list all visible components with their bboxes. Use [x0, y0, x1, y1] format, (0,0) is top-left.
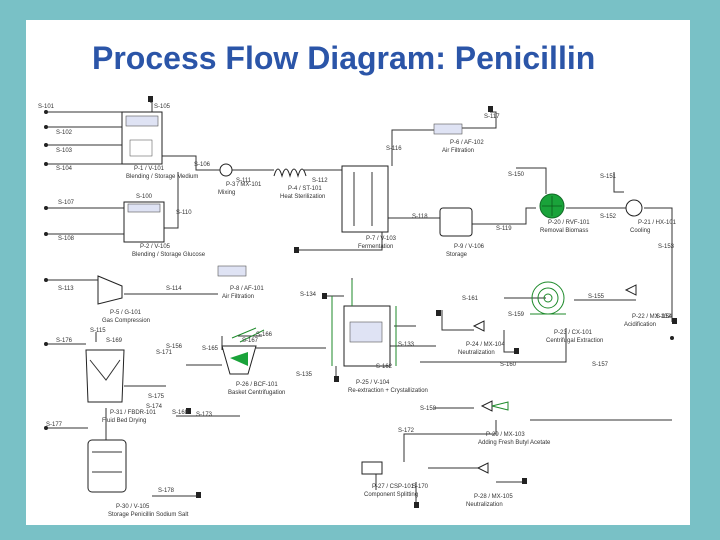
- stream-label: S-101: [38, 104, 55, 110]
- unit-label: P-25 / V-104: [356, 380, 390, 386]
- stream-label: S-171: [156, 350, 173, 356]
- unit-label: P-24 / MX-104: [466, 342, 505, 348]
- unit-label: P-20 / RVF-101: [548, 220, 590, 226]
- unit-description: Acidification: [624, 322, 656, 328]
- stream-label: S-166: [256, 332, 273, 338]
- unit-description: Cooling: [630, 228, 650, 234]
- unit-label: P-3 / MX-101: [226, 182, 262, 188]
- unit-description: Centrifugal Extraction: [546, 338, 603, 344]
- unit-description: Basket Centrifugation: [228, 390, 285, 396]
- stream-label: S-115: [90, 328, 106, 334]
- stream-label: S-107: [58, 200, 75, 206]
- stream-label: S-150: [508, 172, 525, 178]
- unit-label: P-27 / CSP-101: [372, 484, 415, 490]
- stream-markers: [44, 96, 677, 508]
- unit-label: P-2 / V-105: [140, 244, 171, 250]
- stream-label: S-117: [484, 114, 500, 120]
- stream-label: S-161: [462, 296, 479, 302]
- stream-label: S-158: [420, 406, 437, 412]
- stream-label: S-152: [600, 214, 617, 220]
- stream-label: S-118: [412, 214, 428, 220]
- unit-label: P-8 / AF-101: [230, 286, 264, 292]
- stream-label: S-104: [56, 166, 73, 172]
- stream-label: S-174: [146, 404, 163, 410]
- stream-label: S-153: [658, 244, 675, 250]
- unit-description: Storage Penicillin Sodium Salt: [108, 512, 189, 518]
- stream-label: S-177: [46, 422, 63, 428]
- stream-label: S-134: [300, 292, 317, 298]
- stream-label: S-105: [154, 104, 171, 110]
- unit-description: Storage: [446, 252, 468, 258]
- unit-description: Blending / Storage Glucose: [132, 252, 206, 258]
- unit-label: P-30 / V-105: [116, 504, 150, 510]
- stream-label: S-165: [202, 346, 219, 352]
- unit-label: P-29 / MX-103: [486, 432, 525, 438]
- unit-description: Air Filtration: [222, 294, 254, 300]
- unit-description: Removal Biomass: [540, 228, 588, 234]
- unit-description: Blending / Storage Medium: [126, 174, 198, 180]
- unit-label: P-6 / AF-102: [450, 140, 484, 146]
- stream-label: S-106: [194, 162, 211, 168]
- stream-label: S-176: [56, 338, 73, 344]
- stream-label: S-162: [376, 364, 393, 370]
- unit-description: Adding Fresh Butyl Acetate: [478, 440, 551, 446]
- stream-label: S-154: [656, 314, 673, 320]
- unit-label: P-7 / V-103: [366, 236, 397, 242]
- page-title: Process Flow Diagram: Penicillin: [92, 40, 596, 76]
- stream-label: S-151: [600, 174, 617, 180]
- unit-description: Gas Compression: [102, 318, 150, 324]
- stream-label: S-102: [56, 130, 73, 136]
- slide-background: [26, 20, 690, 525]
- stream-label: S-170: [412, 484, 429, 490]
- unit-label: P-4 / ST-101: [288, 186, 322, 192]
- stream-label: S-160: [500, 362, 517, 368]
- unit-description: Air Filtration: [442, 148, 474, 154]
- stream-label: S-100: [136, 194, 153, 200]
- unit-description: Heat Sterilization: [280, 194, 325, 200]
- unit-label: P-22 / MX-102: [632, 314, 671, 320]
- stream-label: S-156: [166, 344, 183, 350]
- unit-label: P-9 / V-106: [454, 244, 485, 250]
- stream-label: S-119: [496, 226, 512, 232]
- stream-label: S-133: [398, 342, 415, 348]
- stream-label: S-113: [58, 286, 74, 292]
- stream-label: S-172: [398, 428, 415, 434]
- stream-label: S-108: [58, 236, 75, 242]
- stream-label: S-116: [386, 146, 402, 152]
- unit-label: P-31 / FBDR-101: [110, 410, 157, 416]
- stream-label: S-110: [176, 210, 192, 216]
- unit-label: P-1 / V-101: [134, 166, 165, 172]
- stream-label: S-175: [148, 394, 165, 400]
- stream-label: S-159: [508, 312, 525, 318]
- unit-description: Fluid Bed Drying: [102, 418, 146, 424]
- unit-description: Mixing: [218, 190, 235, 196]
- stream-lines: [46, 101, 673, 504]
- stream-label: S-112: [312, 178, 328, 184]
- unit-description: Component Splitting: [364, 492, 418, 498]
- unit-label: P-21 / HX-101: [638, 220, 677, 226]
- stream-label: S-173: [196, 412, 213, 418]
- unit-description: Neutralization: [466, 502, 503, 508]
- unit-label: P-28 / MX-105: [474, 494, 513, 500]
- stream-label: S-167: [242, 338, 259, 344]
- unit-label: P-5 / G-101: [110, 310, 142, 316]
- unit-description: Neutralization: [458, 350, 495, 356]
- stream-label: S-178: [158, 488, 175, 494]
- stream-label: S-103: [56, 148, 73, 154]
- stream-label: S-169: [106, 338, 123, 344]
- unit-description: Re-extraction + Crystallization: [348, 388, 428, 394]
- stream-label: S-114: [166, 286, 182, 292]
- stream-label: S-157: [592, 362, 609, 368]
- stream-label: S-135: [296, 372, 313, 378]
- equipment: [85, 111, 643, 493]
- stream-label: S-111: [236, 178, 252, 184]
- unit-label: P-26 / BCF-101: [236, 382, 278, 388]
- unit-label: P-23 / CX-101: [554, 330, 593, 336]
- stream-label: S-168: [172, 410, 189, 416]
- unit-description: Fermentation: [358, 244, 393, 250]
- stream-label: S-155: [588, 294, 605, 300]
